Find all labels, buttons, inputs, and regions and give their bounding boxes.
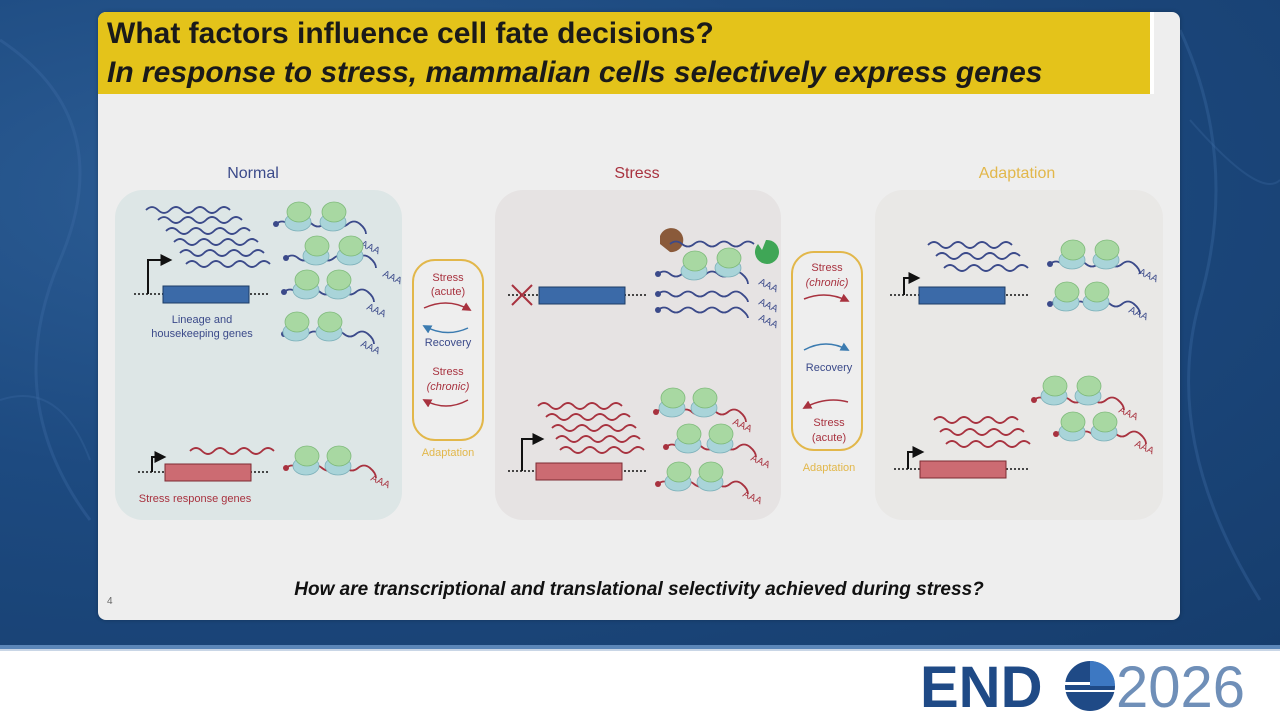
panel-header-stress: Stress (614, 165, 659, 182)
left-stress-arrow (423, 302, 472, 311)
left-recovery-arrow (422, 325, 469, 334)
normal-stress-gene (138, 447, 275, 482)
left-chronic-arrow (422, 399, 469, 408)
right-stress-label: Stress (811, 262, 843, 274)
panel-normal (115, 190, 402, 520)
page-number: 4 (107, 596, 113, 607)
label-lineage-line1: Lineage and (172, 314, 233, 326)
endo-2026-logo: END 2026 (920, 655, 1245, 717)
footer-rule-light (0, 649, 1280, 651)
panel-header-normal: Normal (227, 165, 279, 182)
adaptation-stress-gene (894, 446, 1028, 479)
transition-right-box (791, 251, 863, 451)
logo-text-year: 2026 (1116, 655, 1245, 717)
normal-housekeeping-gene (134, 254, 270, 304)
background-texture (0, 29, 1280, 601)
title-bar: What factors influence cell fate decisio… (98, 12, 1150, 94)
right-stress-acute: (acute) (812, 432, 846, 444)
panel-header-adaptation: Adaptation (979, 165, 1056, 182)
slide: What factors influence cell fate decisio… (98, 12, 1180, 620)
slide-question: How are transcriptional and translationa… (294, 579, 984, 600)
adaptation-housekeeping-gene (890, 272, 1028, 305)
right-stress-chronic: (chronic) (806, 277, 849, 289)
logo-text-end: END (920, 655, 1042, 717)
stress-response-gene (508, 433, 648, 481)
label-lineage-line2: housekeeping genes (151, 328, 253, 340)
left-adaptation-label: Adaptation (422, 447, 475, 459)
left-stress-label: Stress (432, 272, 464, 284)
stress-decay-enzymes (660, 228, 779, 264)
left-stress-acute: (acute) (431, 286, 465, 298)
title-bar-edge (1150, 12, 1154, 94)
adaptation-stress-mrnas (933, 416, 1031, 448)
stress-response-mrnas (537, 402, 645, 454)
footer-rule (0, 645, 1280, 649)
slide-title: What factors influence cell fate decisio… (107, 17, 714, 50)
transition-left-box (412, 259, 484, 441)
right-recovery-label: Recovery (806, 362, 853, 374)
left-stress2-label: Stress (432, 366, 464, 378)
cell-fate-diagram: Normal Stress Adaptation Lineage and hou… (115, 165, 1163, 520)
normal-housekeeping-mrnas (145, 206, 271, 268)
adaptation-housekeeping-mrnas (927, 241, 1029, 272)
stress-housekeeping-gene (508, 284, 648, 306)
slide-subtitle: In response to stress, mammalian cells s… (107, 56, 1043, 89)
panel-adaptation (875, 190, 1163, 520)
right-stress2-label: Stress (813, 417, 845, 429)
label-stress-response-genes: Stress response genes (139, 493, 252, 505)
right-chronic-arrow (803, 293, 850, 302)
left-recovery-label: Recovery (425, 337, 472, 349)
right-acute-arrow (802, 399, 849, 409)
right-adaptation-label: Adaptation (803, 462, 856, 474)
left-stress-chronic: (chronic) (427, 381, 470, 393)
right-recovery-arrow (803, 342, 850, 351)
logo-globe-icon (1065, 661, 1115, 711)
